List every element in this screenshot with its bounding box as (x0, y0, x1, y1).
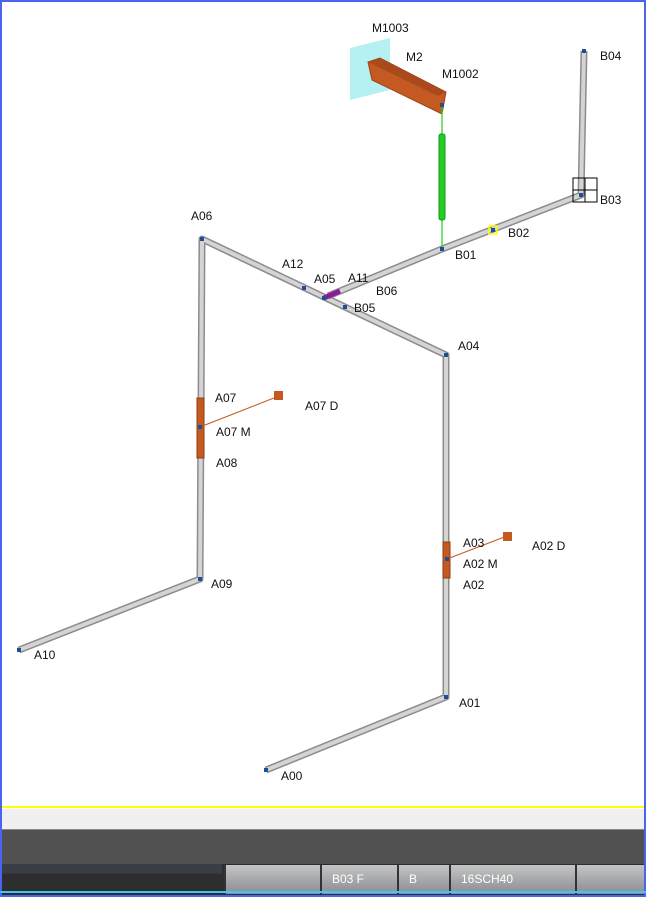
pipe-run-a[interactable] (17, 235, 450, 774)
label-b03[interactable]: B03 (600, 193, 622, 207)
label-b04[interactable]: B04 (600, 49, 622, 63)
label-m1003[interactable]: M1003 (372, 21, 409, 35)
hanger-a02-line (446, 535, 508, 560)
tee-fitting[interactable] (322, 288, 342, 301)
toolbar-area (2, 830, 644, 864)
label-a12[interactable]: A12 (282, 257, 304, 271)
command-bar (2, 809, 644, 830)
viewport-border (2, 806, 644, 808)
status-bar: B03 F B 16SCH40 (2, 864, 644, 895)
label-a09[interactable]: A09 (211, 577, 233, 591)
label-a10[interactable]: A10 (34, 648, 56, 662)
label-a08[interactable]: A08 (216, 456, 238, 470)
3d-pipe-viewport[interactable]: M1003 M2 M1002 B04 B03 B02 B01 A06 A12 A… (2, 2, 644, 806)
beam-m2-top-flange (368, 58, 446, 96)
status-node-name: B03 F (320, 865, 397, 894)
label-a02[interactable]: A02 (463, 578, 485, 592)
label-b05[interactable]: B05 (354, 301, 376, 315)
window-bottom-edge (0, 891, 646, 893)
status-pipe-spec: 16SCH40 (449, 865, 575, 894)
status-left (2, 864, 222, 895)
label-m2[interactable]: M2 (406, 50, 423, 64)
label-a07[interactable]: A07 (215, 391, 237, 405)
node-b02-highlight (488, 225, 498, 235)
label-a11[interactable]: A11 (348, 271, 369, 285)
label-a06[interactable]: A06 (191, 209, 213, 223)
nodes[interactable] (17, 49, 586, 772)
label-b01[interactable]: B01 (455, 248, 477, 262)
rod-hanger[interactable] (438, 133, 446, 221)
label-a00[interactable]: A00 (281, 769, 303, 783)
label-b06[interactable]: B06 (376, 284, 398, 298)
label-m1002[interactable]: M1002 (442, 67, 479, 81)
label-a04[interactable]: A04 (458, 339, 480, 353)
status-seg-4 (575, 865, 644, 894)
label-a07m[interactable]: A07 M (216, 425, 251, 439)
pipe-run-b[interactable] (326, 50, 588, 300)
hanger-a07-line (199, 395, 280, 428)
label-a03[interactable]: A03 (463, 536, 485, 550)
hanger-a02d[interactable] (503, 532, 512, 541)
status-seg-0 (224, 865, 320, 894)
hanger-a07d[interactable] (274, 391, 283, 400)
label-a02d[interactable]: A02 D (532, 539, 566, 553)
label-a02m[interactable]: A02 M (463, 557, 498, 571)
label-a07d[interactable]: A07 D (305, 399, 339, 413)
label-b02[interactable]: B02 (508, 226, 530, 240)
label-a01[interactable]: A01 (459, 696, 481, 710)
label-a05[interactable]: A05 (314, 272, 336, 286)
status-line: B (397, 865, 449, 894)
selection-cursor (572, 177, 598, 203)
